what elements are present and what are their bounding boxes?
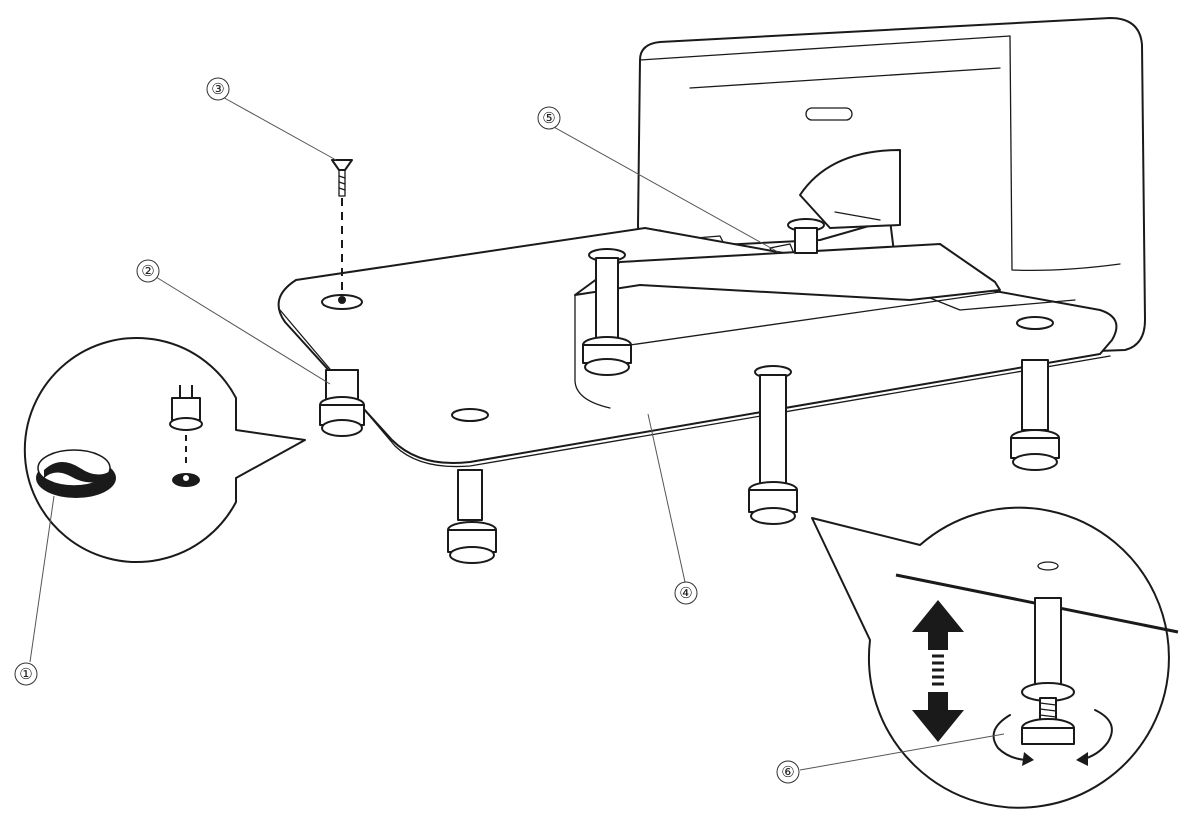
callout-4: ④	[674, 581, 698, 605]
leg-back-right	[787, 218, 825, 254]
extension-table	[277, 227, 1118, 468]
leg-right	[1010, 316, 1060, 471]
callout-2: ②	[136, 259, 160, 283]
callout-5-label: ⑤	[542, 109, 555, 127]
callout-1-label: ①	[19, 665, 32, 683]
leg-left	[319, 294, 365, 437]
detail-bubble-right	[811, 506, 1179, 809]
callout-3-label: ③	[211, 80, 224, 98]
leg-front-middle	[748, 365, 798, 525]
callout-6: ⑥	[776, 760, 800, 784]
callout-2-label: ②	[141, 262, 154, 280]
leg-front-left	[447, 408, 497, 564]
screw	[331, 159, 353, 292]
callout-5: ⑤	[537, 106, 561, 130]
callout-1: ①	[14, 662, 38, 686]
callout-4-label: ④	[679, 584, 692, 602]
callout-6-label: ⑥	[781, 763, 794, 781]
leg-back-middle	[582, 248, 632, 376]
detail-bubble-left	[23, 337, 306, 563]
table-legs	[319, 218, 1060, 564]
callout-3: ③	[206, 77, 230, 101]
leader-lines	[29, 94, 1005, 771]
